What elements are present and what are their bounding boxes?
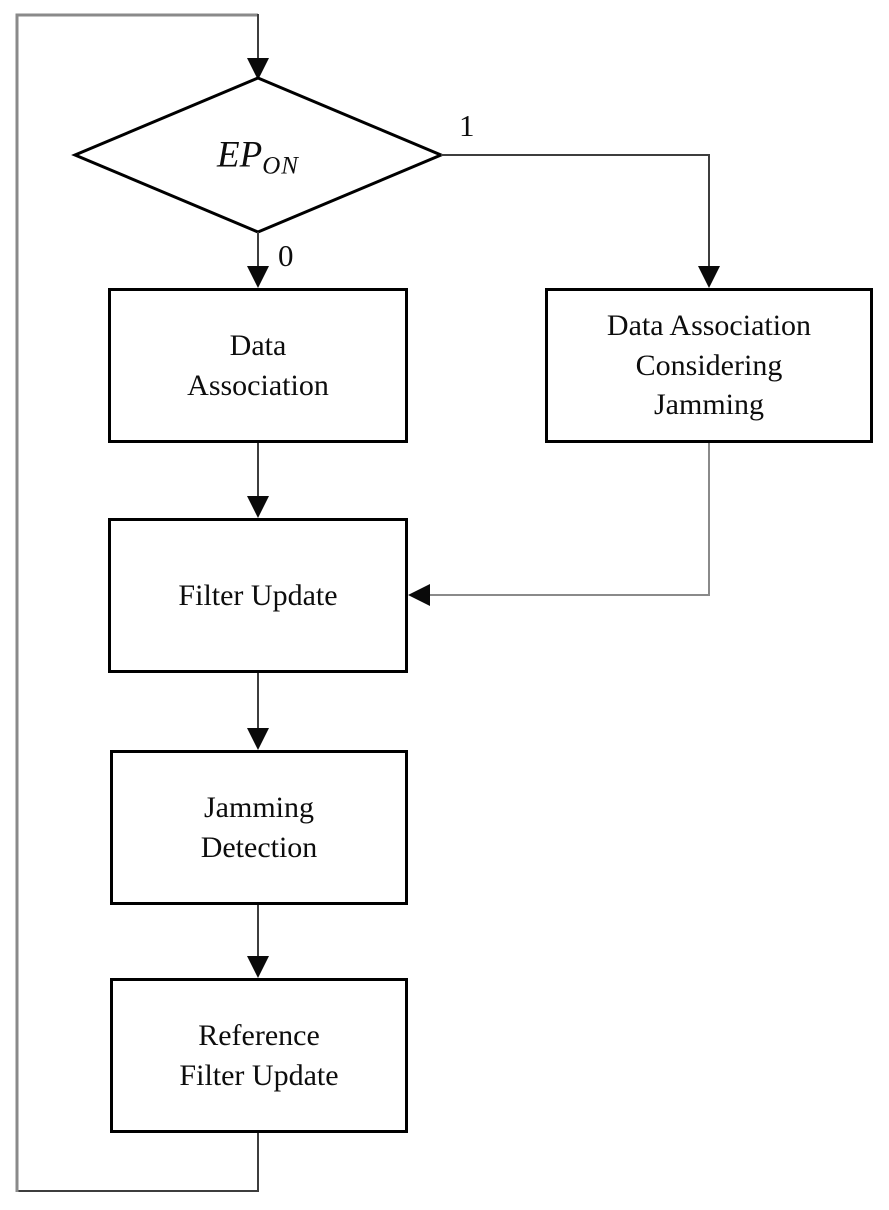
loop-bottom-segment [17, 1133, 259, 1192]
box-text-line: Filter Update [178, 578, 338, 612]
box-text-line: Jamming [654, 388, 764, 422]
connector-dacj-to-filter [430, 443, 710, 596]
box-text-line: Considering [635, 348, 783, 382]
branch-label-0: 0 [278, 238, 294, 273]
box-text-line: Filter Update [179, 1058, 339, 1092]
branch-label-1: 1 [459, 108, 475, 143]
arrowhead-into-dacj [698, 266, 720, 288]
arrowhead-into-filter-update-top [247, 496, 269, 518]
arrowhead-into-data-association [247, 266, 269, 288]
process-box-reference-filter-update: Reference Filter Update [110, 978, 408, 1133]
arrowhead-into-jamming-detection [247, 728, 269, 750]
decision-label-subscript: ON [262, 152, 299, 180]
process-box-data-association: Data Association [108, 288, 408, 443]
decision-label-epon: EPON [217, 134, 299, 181]
box-text-line: Data [229, 328, 287, 362]
box-text-line: Jamming [204, 790, 314, 824]
decision-label-base: EP [217, 134, 263, 176]
process-box-data-association-considering-jamming: Data Association Considering Jamming [545, 288, 873, 443]
box-text-line: Detection [200, 830, 318, 864]
arrowhead-into-decision [247, 58, 269, 80]
connector-one-branch [441, 154, 710, 268]
arrowhead-into-reference-filter [247, 956, 269, 978]
box-text-line: Reference [198, 1018, 320, 1052]
box-text-line: Association [187, 368, 329, 402]
box-text-line: Data Association [606, 309, 812, 343]
process-box-jamming-detection: Jamming Detection [110, 750, 408, 905]
process-box-filter-update: Filter Update [108, 518, 408, 673]
arrowhead-into-filter-update-side [408, 584, 430, 606]
loop-left-top-segment [15, 13, 258, 1192]
